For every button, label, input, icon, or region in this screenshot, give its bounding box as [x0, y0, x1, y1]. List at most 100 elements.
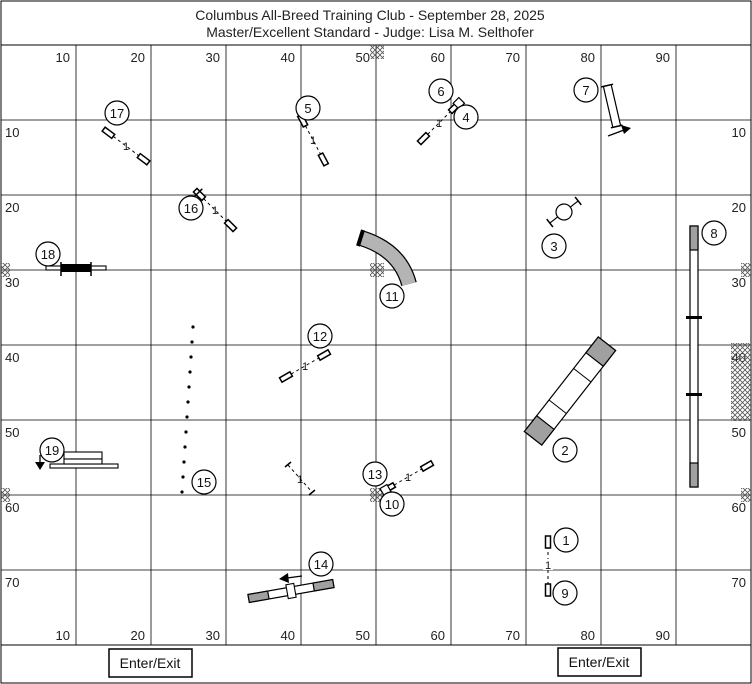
svg-text:6: 6: [437, 84, 444, 99]
jump-12: 1: [278, 348, 332, 384]
left-label-20: 20: [5, 200, 19, 215]
plank-2: [523, 336, 617, 446]
course-title: Columbus All-Breed Training Club - Septe…: [195, 7, 545, 23]
grid-labels: 10 20 30 40 50 60 70 80 90 10 20 30 40 5…: [5, 50, 746, 643]
bottom-label-30: 30: [206, 628, 220, 643]
enter-exit-left: Enter/Exit: [108, 648, 193, 678]
svg-text:15: 15: [197, 475, 211, 490]
number-16: 16: [178, 195, 204, 221]
top-label-50: 50: [356, 50, 370, 65]
hatch-marker-top: [370, 45, 384, 59]
number-15: 15: [191, 469, 217, 495]
number-6: 6: [428, 78, 454, 104]
svg-text:3: 3: [550, 239, 557, 254]
bottom-label-20: 20: [131, 628, 145, 643]
jump-1-9-mark: 1: [545, 560, 551, 572]
bottom-label-10: 10: [56, 628, 70, 643]
jump-12-mark: 1: [302, 361, 308, 373]
svg-text:11: 11: [385, 289, 399, 304]
enter-exit-right-label: Enter/Exit: [569, 654, 630, 670]
left-label-30: 30: [5, 275, 19, 290]
arrow-14-icon: [279, 573, 289, 583]
right-label-30: 30: [732, 275, 746, 290]
bottom-label-70: 70: [506, 628, 520, 643]
tunnel-11: [356, 229, 417, 287]
top-label-80: 80: [581, 50, 595, 65]
enter-exit-right: Enter/Exit: [557, 647, 642, 677]
hatch-marker-left-upper: [1, 263, 10, 277]
jump-10-13-mark: 1: [405, 472, 411, 484]
number-1: 1: [553, 527, 579, 553]
svg-text:2: 2: [561, 443, 568, 458]
svg-text:16: 16: [184, 201, 198, 216]
right-label-20: 20: [732, 200, 746, 215]
jump-5-mark: 1: [310, 135, 316, 147]
top-label-60: 60: [431, 50, 445, 65]
arrow-19-icon: [35, 462, 45, 470]
hatch-marker-bottom: [370, 488, 384, 502]
enter-exit-left-label: Enter/Exit: [120, 655, 181, 671]
arrow-7-icon: [621, 125, 631, 134]
bottom-label-90: 90: [656, 628, 670, 643]
right-label-50: 50: [732, 425, 746, 440]
left-label-40: 40: [5, 350, 19, 365]
svg-text:1: 1: [562, 533, 569, 548]
number-9: 9: [552, 580, 578, 606]
jump-16: 1: [192, 187, 238, 233]
top-label-30: 30: [206, 50, 220, 65]
number-18: 18: [35, 241, 61, 267]
top-label-40: 40: [281, 50, 295, 65]
weave-15: [180, 325, 195, 494]
tire-3: [546, 196, 582, 228]
course-subtitle: Master/Excellent Standard - Judge: Lisa …: [206, 24, 534, 40]
jump-17: 1: [101, 126, 151, 166]
top-label-10: 10: [56, 50, 70, 65]
svg-text:13: 13: [368, 467, 382, 482]
jump-7: [601, 83, 631, 137]
left-label-10: 10: [5, 125, 19, 140]
jump-13-extra: 1: [284, 461, 316, 496]
right-label-70: 70: [732, 575, 746, 590]
jump-13-extra-mark: 1: [297, 474, 303, 486]
jump-17-mark: 1: [123, 141, 129, 153]
svg-text:14: 14: [314, 557, 328, 572]
bottom-label-80: 80: [581, 628, 595, 643]
number-19: 19: [39, 437, 65, 463]
right-label-60: 60: [732, 500, 746, 515]
number-11: 11: [379, 283, 405, 309]
jump-4-6: 1: [416, 96, 466, 146]
hatch-marker-left-lower: [1, 488, 10, 502]
number-2: 2: [552, 437, 578, 463]
top-label-70: 70: [506, 50, 520, 65]
number-13: 13: [362, 461, 388, 487]
svg-text:12: 12: [313, 329, 327, 344]
top-label-20: 20: [131, 50, 145, 65]
number-4: 4: [453, 104, 479, 130]
right-label-10: 10: [732, 125, 746, 140]
left-label-70: 70: [5, 575, 19, 590]
jump-18: [45, 262, 107, 276]
jump-4-6-mark: 1: [436, 118, 442, 130]
number-10: 10: [379, 491, 405, 517]
top-label-90: 90: [656, 50, 670, 65]
svg-text:7: 7: [582, 83, 589, 98]
number-14: 14: [308, 551, 334, 577]
hatch-marker-right-large: [731, 343, 751, 421]
svg-text:4: 4: [462, 110, 469, 125]
hatch-marker-right-upper: [741, 263, 751, 277]
number-7: 7: [573, 77, 599, 103]
svg-text:10: 10: [385, 497, 399, 512]
jump-16-mark: 1: [212, 205, 218, 217]
bottom-label-50: 50: [356, 628, 370, 643]
jump-19: [35, 451, 119, 470]
number-12: 12: [307, 323, 333, 349]
number-8: 8: [701, 220, 727, 246]
jump-1-9: 1: [543, 535, 553, 597]
svg-text:5: 5: [304, 101, 311, 116]
svg-text:17: 17: [110, 106, 124, 121]
left-label-50: 50: [5, 425, 19, 440]
number-3: 3: [541, 233, 567, 259]
number-17: 17: [104, 100, 130, 126]
